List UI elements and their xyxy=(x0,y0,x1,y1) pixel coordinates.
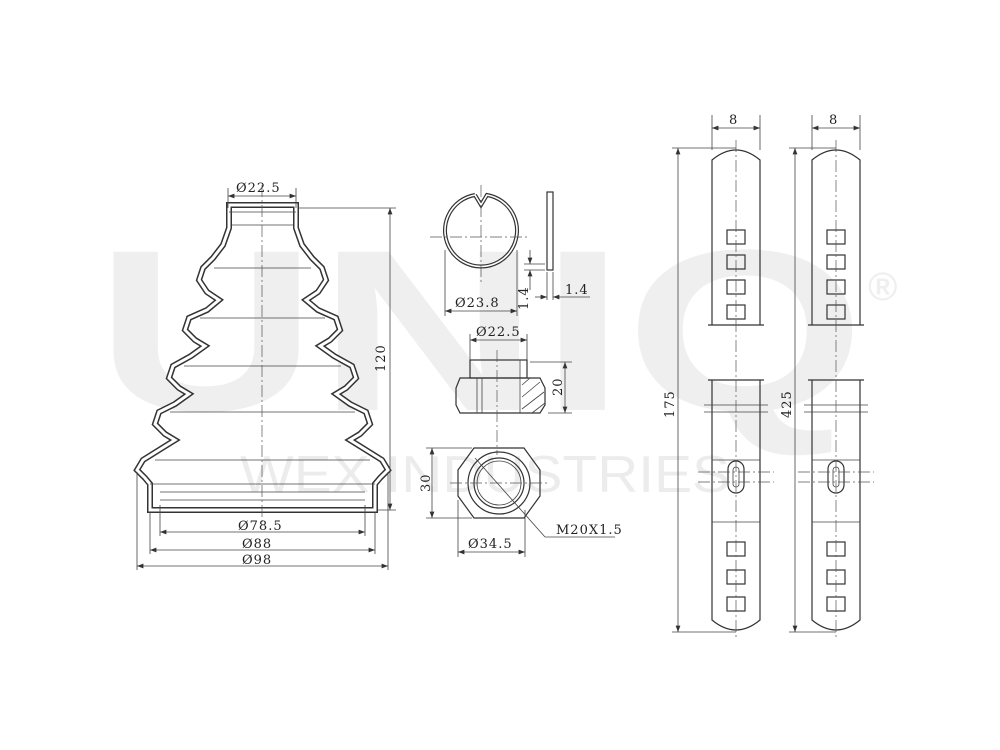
nut-side-view: Ø22.5 20 xyxy=(455,325,572,455)
nut-outer-diameter-label: Ø34.5 xyxy=(468,537,513,552)
shaft-2-length-label: 425 xyxy=(780,390,795,418)
clip-thickness-a-label: 1.4 xyxy=(517,286,532,310)
cv-boot-drawing: Ø22.5 120 Ø78.5 Ø88 Ø98 xyxy=(133,181,396,570)
shaft-1-drawing xyxy=(672,115,774,640)
shaft-2-width-label: 8 xyxy=(829,113,838,128)
nut-collar-diameter-label: Ø22.5 xyxy=(476,325,521,340)
nut-front-view: M20X1.5 30 Ø34.5 xyxy=(419,447,623,557)
shaft-1-length-label: 175 xyxy=(663,390,678,418)
nut-height-label: 20 xyxy=(551,377,566,396)
boot-outer-diameter-label: Ø98 xyxy=(242,553,272,568)
clip-thickness-b-label: 1.4 xyxy=(565,283,589,298)
boot-height-label: 120 xyxy=(374,344,389,372)
boot-inner-diameter-label: Ø78.5 xyxy=(238,519,283,534)
clip-diameter-label: Ø23.8 xyxy=(455,296,500,311)
nut-thread-label: M20X1.5 xyxy=(556,523,623,538)
boot-mid-diameter-label: Ø88 xyxy=(242,537,272,552)
shaft-1-width-label: 8 xyxy=(729,113,738,128)
boot-top-diameter-label: Ø22.5 xyxy=(236,181,281,196)
svg-text:®: ® xyxy=(868,265,897,309)
shaft-2-drawing xyxy=(789,115,874,640)
nut-across-flats-label: 30 xyxy=(419,473,434,492)
clip-drawing: Ø23.8 1.4 1.4 xyxy=(430,185,590,316)
